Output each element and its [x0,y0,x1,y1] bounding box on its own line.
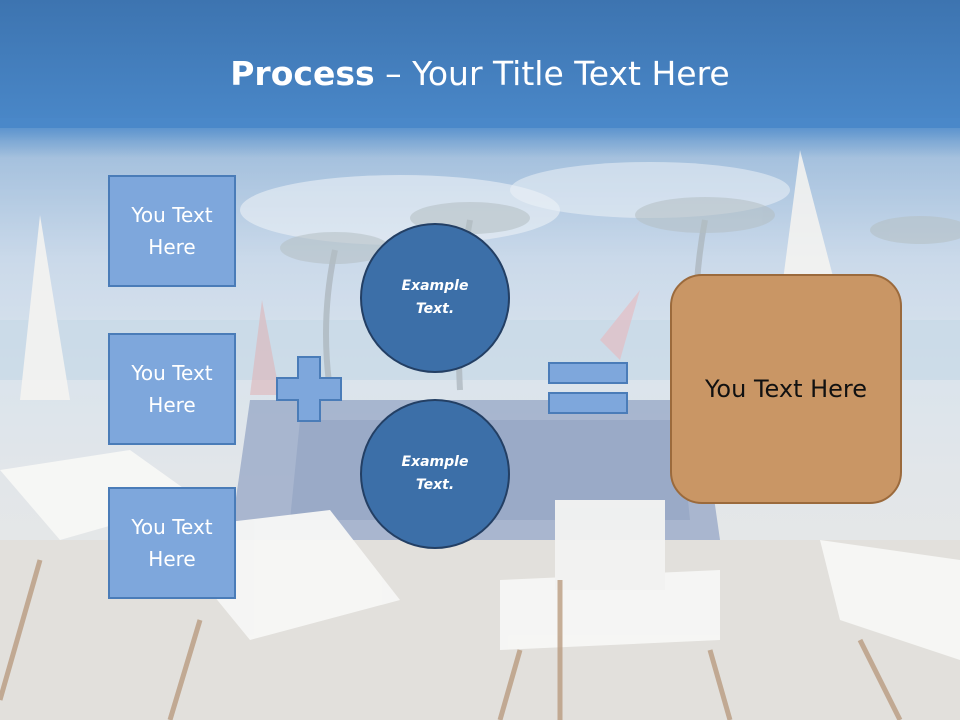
input-box-3[interactable]: You Text Here [108,487,236,599]
example-circle-1-text: Example Text. [401,278,469,317]
example-circle-2[interactable]: Example Text. [360,399,510,549]
slide-title-rest: – Your Title Text Here [374,54,730,93]
title-bar [0,0,960,128]
input-box-1-text: You Text Here [131,203,213,259]
input-box-3-text: You Text Here [131,515,213,571]
example-circle-1[interactable]: Example Text. [360,223,510,373]
input-box-2[interactable]: You Text Here [108,333,236,445]
example-circle-2-text: Example Text. [401,454,469,493]
equals-icon[interactable] [548,362,628,414]
input-box-2-text: You Text Here [131,361,213,417]
input-box-1[interactable]: You Text Here [108,175,236,287]
title-bar-fade [0,118,960,158]
result-box[interactable]: You Text Here [670,274,902,504]
plus-icon[interactable] [276,356,342,422]
slide-title-bold: Process [230,54,375,93]
result-box-text: You Text Here [704,375,868,403]
slide-title[interactable]: Process – Your Title Text Here [0,50,960,98]
